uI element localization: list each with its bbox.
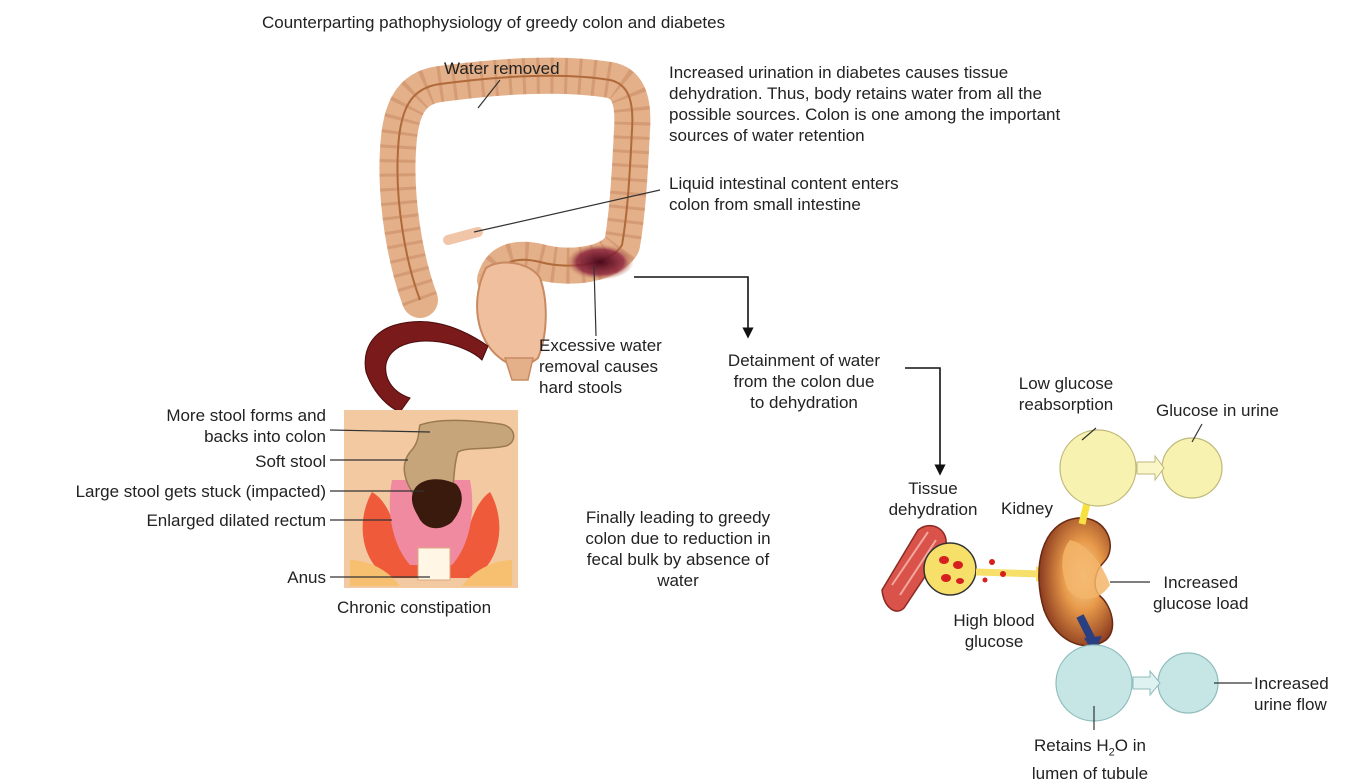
- rbc-dot: [956, 578, 964, 584]
- high-glucose-line: High blood: [924, 610, 1064, 631]
- lumen-line: lumen of tubule: [1010, 763, 1170, 784]
- more-stool-line: backs into colon: [100, 426, 326, 447]
- low-glucose-line: Low glucose: [996, 373, 1136, 394]
- arrow-colon-to-detainment: [634, 277, 748, 333]
- diabetes-note-line: dehydration. Thus, body retains water fr…: [669, 83, 1060, 104]
- excessive-water-label: Excessive water removal causes hard stoo…: [539, 335, 662, 398]
- diabetes-note-line: sources of water retention: [669, 125, 1060, 146]
- excessive-water-line: removal causes: [539, 356, 662, 377]
- increased-load-line: glucose load: [1153, 593, 1248, 614]
- greedy-colon-line: fecal bulk by absence of: [548, 549, 808, 570]
- glucose-urine-circle: [1162, 438, 1222, 498]
- greedy-colon-label: Finally leading to greedy colon due to r…: [548, 507, 808, 591]
- tissue-dehydration-line: dehydration: [868, 499, 998, 520]
- retains-water-line: Retains H2O in: [1010, 735, 1170, 763]
- detainment-line: Detainment of water: [704, 350, 904, 371]
- tissue-dehydration-label: Tissue dehydration: [868, 478, 998, 520]
- rectum-illustration: [344, 410, 518, 588]
- rbc-dot: [989, 559, 995, 565]
- maroon-curved-arrow: [365, 322, 488, 412]
- increased-load-label: Increased glucose load: [1153, 572, 1248, 614]
- retains-prefix: Retains H: [1034, 736, 1109, 755]
- kidney-label: Kidney: [1001, 498, 1053, 519]
- greedy-colon-line: colon due to reduction in: [548, 528, 808, 549]
- retains-suffix: O in: [1115, 736, 1146, 755]
- large-stool-label: Large stool gets stuck (impacted): [4, 481, 326, 502]
- anus-opening: [418, 548, 450, 580]
- colon-stain: [566, 244, 634, 280]
- cyan-hollow-arrow: [1133, 671, 1160, 695]
- retains-water-label: Retains H2O in lumen of tubule: [1010, 735, 1170, 784]
- detainment-line: from the colon due: [704, 371, 904, 392]
- rbc-dot: [1000, 571, 1006, 577]
- yellow-hollow-arrow: [1137, 456, 1164, 480]
- glucose-arrow: [976, 572, 1040, 574]
- high-glucose-label: High blood glucose: [924, 610, 1064, 652]
- blood-vessel-circle: [924, 543, 976, 595]
- label-water-removed: Water removed: [444, 58, 560, 79]
- increased-load-line: Increased: [1153, 572, 1248, 593]
- detainment-line: to dehydration: [704, 392, 904, 413]
- rectum-tip: [505, 358, 533, 380]
- diabetes-note-line: Increased urination in diabetes causes t…: [669, 62, 1060, 83]
- rbc-dot: [939, 556, 949, 564]
- detainment-label: Detainment of water from the colon due t…: [704, 350, 904, 413]
- greedy-colon-line: Finally leading to greedy: [548, 507, 808, 528]
- more-stool-label: More stool forms and backs into colon: [100, 405, 326, 447]
- sigmoid-rectum: [477, 263, 546, 366]
- liquid-content-line: Liquid intestinal content enters: [669, 173, 899, 194]
- low-glucose-line: reabsorption: [996, 394, 1136, 415]
- soft-stool-label: Soft stool: [120, 451, 326, 472]
- high-glucose-line: glucose: [924, 631, 1064, 652]
- increased-flow-line: urine flow: [1254, 694, 1360, 715]
- low-glucose-circle: [1060, 430, 1136, 506]
- more-stool-line: More stool forms and: [100, 405, 326, 426]
- excessive-water-line: Excessive water: [539, 335, 662, 356]
- glucose-urine-label: Glucose in urine: [1156, 400, 1279, 421]
- diabetes-note-line: possible sources. Colon is one among the…: [669, 104, 1060, 125]
- urine-flow-circle: [1158, 653, 1218, 713]
- tissue-dehydration-line: Tissue: [868, 478, 998, 499]
- liquid-content-label: Liquid intestinal content enters colon f…: [669, 173, 899, 215]
- arrow-detainment-to-tissue: [905, 368, 940, 470]
- increased-flow-line: Increased: [1254, 673, 1360, 694]
- liquid-content-line: colon from small intestine: [669, 194, 899, 215]
- rbc-dot: [983, 578, 988, 583]
- greedy-colon-line: water: [548, 570, 808, 591]
- ileum-stub: [448, 232, 478, 240]
- diabetes-note: Increased urination in diabetes causes t…: [669, 62, 1060, 146]
- rbc-dot: [953, 561, 963, 569]
- low-glucose-label: Low glucose reabsorption: [996, 373, 1136, 415]
- increased-flow-label: Increased urine flow: [1254, 673, 1360, 715]
- page-title: Counterparting pathophysiology of greedy…: [262, 12, 725, 33]
- enlarged-rectum-label: Enlarged dilated rectum: [60, 510, 326, 531]
- rbc-dot: [941, 574, 951, 582]
- excessive-water-line: hard stools: [539, 377, 662, 398]
- anus-label: Anus: [200, 567, 326, 588]
- chronic-constipation-caption: Chronic constipation: [337, 597, 491, 618]
